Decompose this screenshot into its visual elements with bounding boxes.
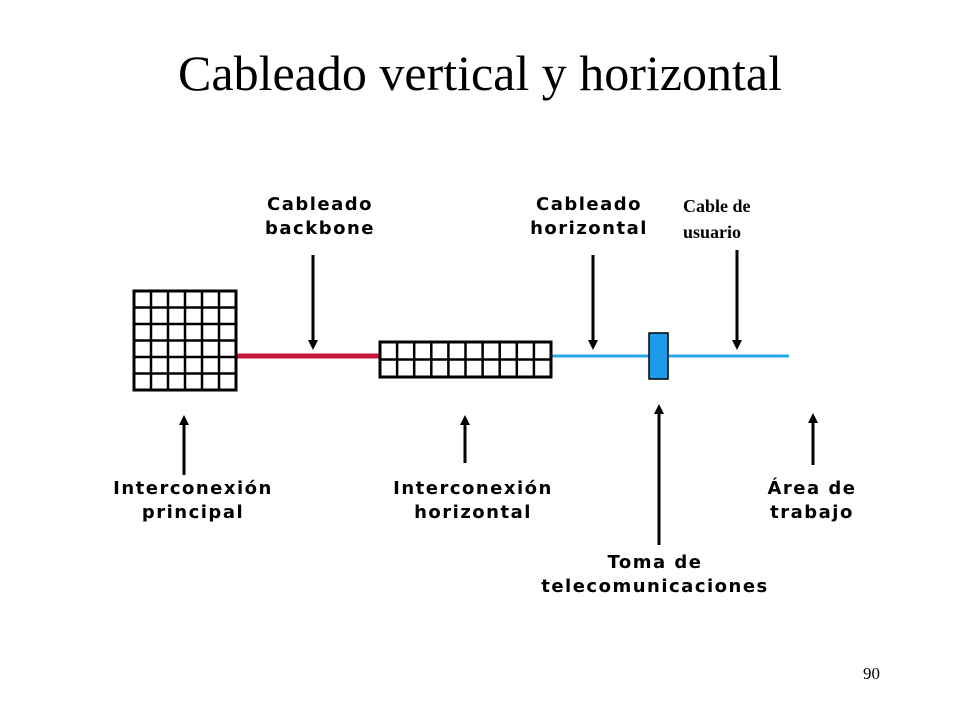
slide-title: Cableado vertical y horizontal (178, 45, 782, 101)
label-cableado-horizontal: Cableado horizontal (522, 193, 656, 241)
label-line: Cableado (266, 194, 374, 215)
label-line: backbone (265, 218, 375, 239)
page-number: 90 (863, 664, 880, 683)
main-cross-connect-panel (132, 289, 238, 392)
label-line: telecomunicaciones (541, 576, 769, 597)
label-interconexion-horizontal: Interconexión horizontal (390, 477, 556, 525)
label-line: Toma de (607, 552, 703, 573)
horizontal-cross-connect-panel (378, 340, 553, 379)
label-line: trabajo (770, 502, 854, 523)
label-interconexion-principal: Interconexión principal (110, 477, 276, 525)
label-line: horizontal (414, 502, 532, 523)
label-line: Cableado (535, 194, 643, 215)
label-cable-de-usuario: Cable de usuario (683, 193, 751, 245)
label-line: Interconexión (113, 478, 273, 499)
label-line: horizontal (530, 218, 648, 239)
label-line: Área de (767, 478, 857, 499)
label-toma-de-telecomunicaciones: Toma de telecomunicaciones (520, 551, 790, 599)
label-line: Cable de (683, 196, 751, 216)
label-line: Interconexión (393, 478, 553, 499)
label-line: usuario (683, 222, 742, 242)
telecom-outlet (648, 332, 669, 380)
label-line: principal (141, 502, 245, 523)
label-cableado-backbone: Cableado backbone (258, 193, 382, 241)
label-area-de-trabajo: Área de trabajo (750, 477, 874, 525)
